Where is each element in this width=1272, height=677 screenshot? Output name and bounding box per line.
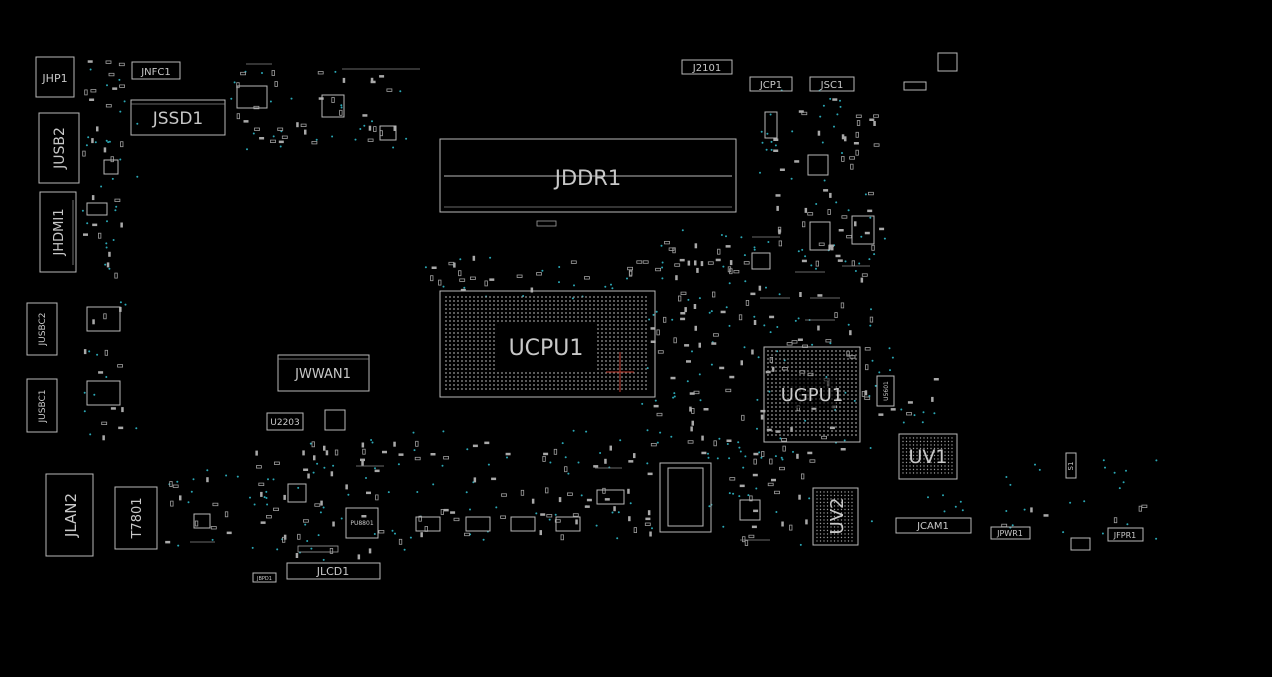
label-u2203: U2203: [270, 418, 300, 428]
component-pu8801[interactable]: PU8801: [345, 507, 379, 539]
component-jhp1[interactable]: JHP1: [35, 56, 75, 98]
label-ucpu1: UCPU1: [509, 336, 584, 361]
label-jpwr1: JPWR1: [996, 529, 1023, 538]
label-jcp1: JCP1: [759, 80, 782, 91]
label-j2101: J2101: [692, 63, 721, 74]
component-jlan2[interactable]: JLAN2: [45, 473, 94, 557]
uv2-ball-grid: [816, 491, 853, 542]
label-jhdmi1: JHDMI1: [52, 209, 67, 257]
label-jnfc1: JNFC1: [140, 67, 171, 78]
label-jusbc1: JUSBC1: [38, 390, 48, 424]
label-jfpr1: JFPR1: [1113, 531, 1136, 540]
misc-parts: [86, 52, 1091, 551]
component-u5601[interactable]: U5601: [876, 375, 895, 407]
component-uv2[interactable]: UV2: [812, 487, 859, 546]
uv1-ball-grid: [902, 437, 953, 474]
label-jsc1: JSC1: [820, 80, 844, 91]
label-jlan2: JLAN2: [62, 493, 80, 538]
component-jfpr1[interactable]: JFPR1: [1107, 527, 1144, 542]
component-s1[interactable]: S1: [1065, 452, 1077, 479]
label-jbpd1: JBPD1: [256, 576, 272, 582]
component-jddr1[interactable]: JDDR1: [439, 138, 737, 227]
component-t7801[interactable]: T7801: [114, 486, 158, 550]
label-jcam1: JCAM1: [916, 521, 949, 532]
component-jbpd1[interactable]: JBPD1: [252, 572, 277, 583]
label-jssd1: JSSD1: [152, 109, 204, 129]
label-jusbc2: JUSBC2: [38, 313, 48, 347]
component-jssd1[interactable]: JSSD1: [130, 99, 226, 136]
component-jusbc2[interactable]: JUSBC2: [26, 302, 58, 356]
label-jusb2: JUSB2: [52, 127, 68, 170]
label-jlcd1: JLCD1: [316, 565, 350, 578]
label-jhp1: JHP1: [41, 72, 67, 85]
component-jusb2[interactable]: JUSB2: [38, 112, 80, 184]
label-uv2: UV2: [827, 498, 848, 535]
label-pu8801: PU8801: [350, 520, 373, 527]
component-jcp1[interactable]: JCP1: [749, 76, 793, 92]
component-jnfc1[interactable]: JNFC1: [131, 61, 181, 80]
smd-pads: [82, 60, 1148, 560]
label-u5601: U5601: [883, 381, 890, 401]
component-jsc1[interactable]: JSC1: [809, 76, 855, 92]
ucpu1-ball-grid: [445, 296, 647, 390]
component-jhdmi1[interactable]: JHDMI1: [39, 191, 77, 273]
component-u2203[interactable]: U2203: [266, 409, 346, 431]
label-s1: S1: [1067, 462, 1075, 471]
component-ugpu1[interactable]: UGPU1: [763, 346, 861, 443]
component-ucpu1[interactable]: UCPU1: [439, 290, 656, 398]
component-jwwan1[interactable]: JWWAN1: [277, 354, 370, 392]
component-uv1[interactable]: UV1: [898, 433, 958, 480]
component-j2101[interactable]: J2101: [681, 59, 733, 75]
label-jwwan1: JWWAN1: [294, 367, 351, 382]
label-jddr1: JDDR1: [553, 166, 622, 190]
component-jcam1[interactable]: JCAM1: [895, 517, 972, 534]
component-jusbc1[interactable]: JUSBC1: [26, 378, 58, 433]
label-uv1: UV1: [909, 446, 948, 468]
label-t7801: T7801: [130, 497, 145, 539]
component-jpwr1[interactable]: JPWR1: [990, 526, 1031, 540]
component-jlcd1[interactable]: JLCD1: [286, 545, 381, 580]
label-ugpu1: UGPU1: [781, 385, 844, 406]
via-dots: [81, 68, 1158, 561]
